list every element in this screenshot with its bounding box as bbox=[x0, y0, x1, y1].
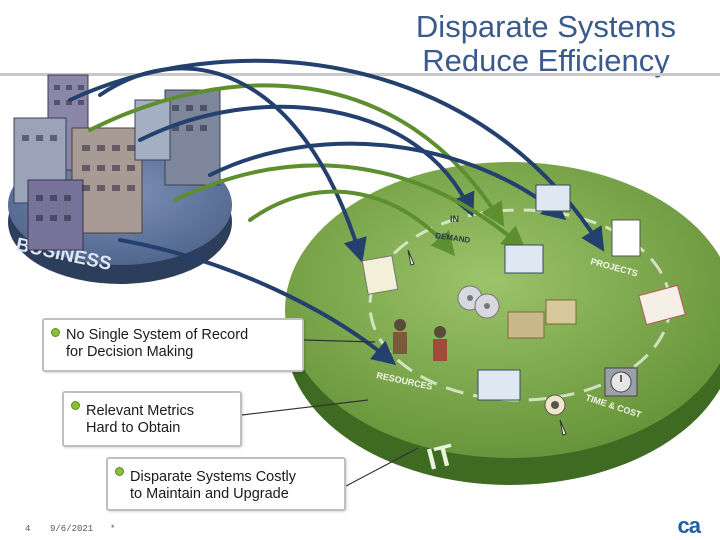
folder-icon bbox=[507, 299, 577, 339]
cursor-hand-icon bbox=[407, 249, 567, 436]
callout-disparate-systems: Disparate Systems Costly to Maintain and… bbox=[106, 457, 346, 511]
callout-line-2: to Maintain and Upgrade bbox=[130, 486, 289, 502]
callout-no-single-system: No Single System of Record for Decision … bbox=[42, 318, 304, 372]
it-disc bbox=[285, 162, 720, 485]
target-icon bbox=[544, 394, 566, 416]
bullet-icon bbox=[71, 401, 80, 410]
footer-mark: * bbox=[110, 524, 116, 534]
cd-icon bbox=[457, 285, 500, 319]
monitor-icon bbox=[477, 184, 571, 401]
buildings-group bbox=[13, 74, 221, 251]
slide-date: 9/6/2021 bbox=[50, 524, 94, 534]
callout-relevant-metrics: Relevant Metrics Hard to Obtain bbox=[62, 391, 242, 447]
slide-number: 4 bbox=[25, 524, 31, 534]
callout-line-2: for Decision Making bbox=[66, 344, 194, 360]
callout-line-2: Hard to Obtain bbox=[86, 420, 181, 436]
bullet-icon bbox=[115, 467, 124, 476]
callout-line-1: Relevant Metrics bbox=[86, 403, 194, 419]
system-arrows bbox=[68, 58, 605, 366]
bullet-icon bbox=[51, 328, 60, 337]
clock-icon bbox=[604, 367, 638, 397]
callout-line-1: Disparate Systems Costly bbox=[130, 469, 296, 485]
callout-leaders bbox=[241, 339, 419, 487]
title-line-2: Reduce Efficiency bbox=[422, 43, 670, 78]
zone-in-label: IN bbox=[450, 214, 459, 224]
callout-line-1: No Single System of Record bbox=[66, 327, 249, 343]
slide-title: Disparate Systems Reduce Efficiency bbox=[376, 10, 716, 78]
people-icon bbox=[393, 319, 447, 361]
title-line-1: Disparate Systems bbox=[415, 9, 677, 44]
ca-logo: ca bbox=[677, 513, 702, 538]
document-icon bbox=[361, 219, 686, 326]
